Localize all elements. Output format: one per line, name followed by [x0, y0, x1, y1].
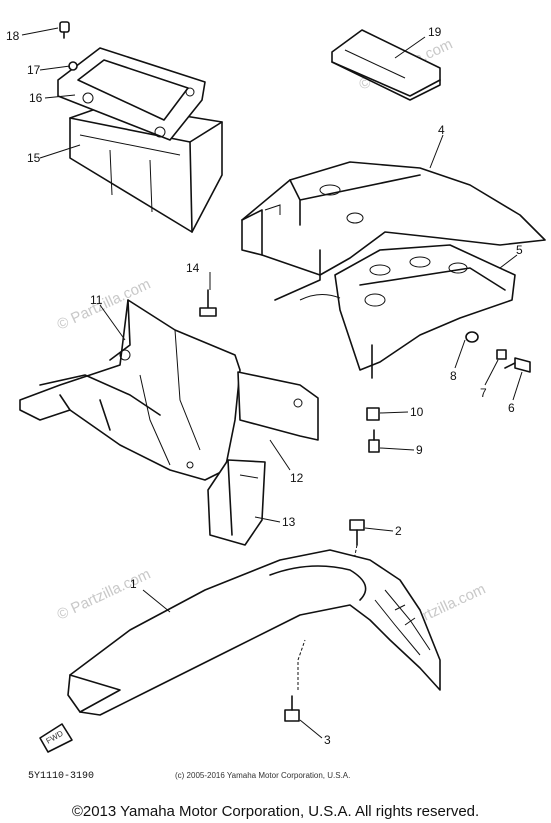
part-16-battery-cover	[57, 47, 206, 141]
callout-12: 12	[290, 471, 304, 485]
callout-9: 9	[416, 443, 423, 457]
part-4-rear-fender	[241, 161, 546, 301]
callout-14: 14	[186, 261, 200, 275]
part-9-bolt	[368, 429, 380, 453]
footer-copyright: ©2013 Yamaha Motor Corporation, U.S.A. A…	[71, 803, 480, 820]
parts-diagram: © Partzilla.com © Partzilla.com © Partzi…	[6, 21, 546, 782]
part-17-nut	[68, 61, 78, 71]
part-13-plate	[207, 459, 266, 546]
part-3-bolt	[284, 695, 300, 722]
part-11-inner-cover	[19, 299, 241, 481]
callout-6: 6	[508, 401, 515, 415]
part-10-nut	[366, 407, 380, 421]
callout-13: 13	[282, 515, 296, 529]
callout-10: 10	[410, 405, 424, 419]
part-12-plate	[237, 371, 319, 441]
leader-lines	[21, 27, 523, 739]
part-1-front-fender	[67, 549, 441, 716]
callout-8: 8	[450, 369, 457, 383]
part-6-bolt	[504, 357, 531, 373]
callout-3: 3	[324, 733, 331, 747]
callout-5: 5	[516, 243, 523, 257]
callout-4: 4	[438, 123, 445, 137]
callout-11: 11	[90, 293, 103, 307]
fwd-indicator: FWD	[39, 723, 73, 753]
callout-1: 1	[130, 577, 137, 591]
callout-17: 17	[27, 63, 41, 77]
part-7-nut	[496, 349, 507, 360]
callout-18: 18	[6, 29, 20, 43]
callouts: 18 17 16 15 19 4 5 14 11 8 7 6 10 9 12 1…	[6, 25, 523, 747]
part-8-washer	[465, 331, 479, 343]
part-19-pad	[331, 29, 441, 101]
callout-19: 19	[428, 25, 442, 39]
watermark-bottom-left: © Partzilla.com	[55, 566, 154, 624]
callout-7: 7	[480, 386, 487, 400]
part-5-rear-flap	[299, 244, 516, 379]
part-18-bolt	[59, 21, 70, 39]
callout-15: 15	[27, 151, 41, 165]
callout-16: 16	[29, 91, 43, 105]
callout-2: 2	[395, 524, 402, 538]
part-code: 5Y1110-3190	[28, 771, 94, 782]
diagram-copyright: (c) 2005-2016 Yamaha Motor Corporation, …	[175, 771, 350, 780]
part-14-screw	[199, 289, 217, 317]
